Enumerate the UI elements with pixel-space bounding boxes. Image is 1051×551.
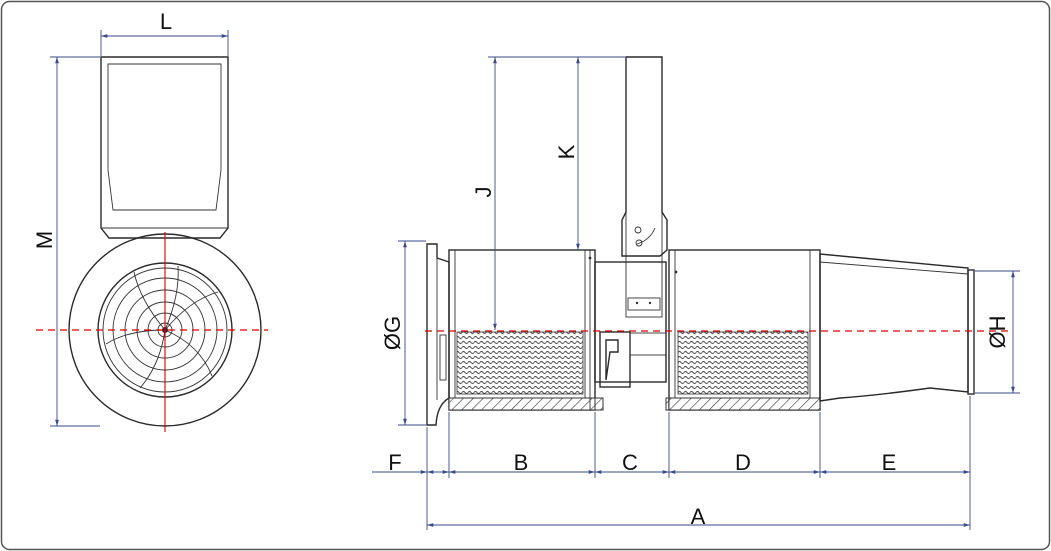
outlet-cone <box>819 253 969 402</box>
side-view: ØG ØH J K F B C D E <box>372 56 1020 530</box>
dim-label-L: L <box>160 9 172 34</box>
mounting-column <box>625 56 663 318</box>
dim-label-K: K <box>554 144 579 159</box>
dim-label-J: J <box>471 187 496 198</box>
dim-label-A: A <box>691 504 706 529</box>
silencer-left-perforation <box>456 331 584 395</box>
hook-icon <box>636 227 656 245</box>
duct-inner <box>107 63 222 211</box>
inlet-flange <box>426 243 450 426</box>
duct-outline <box>100 56 229 239</box>
dim-label-H: ØH <box>985 316 1010 349</box>
dim-label-C: C <box>622 450 638 475</box>
dim-label-G: ØG <box>380 316 405 350</box>
front-view: L M <box>32 9 268 432</box>
dim-label-B: B <box>514 450 529 475</box>
silencer-left-base <box>448 397 596 411</box>
dim-label-D: D <box>735 450 751 475</box>
silencer-right-base <box>668 397 821 411</box>
dim-label-E: E <box>882 450 897 475</box>
outlet-collar <box>967 269 975 395</box>
silencer-right-perforation <box>677 331 809 395</box>
dim-label-M: M <box>32 231 57 249</box>
dim-label-F: F <box>388 450 401 475</box>
